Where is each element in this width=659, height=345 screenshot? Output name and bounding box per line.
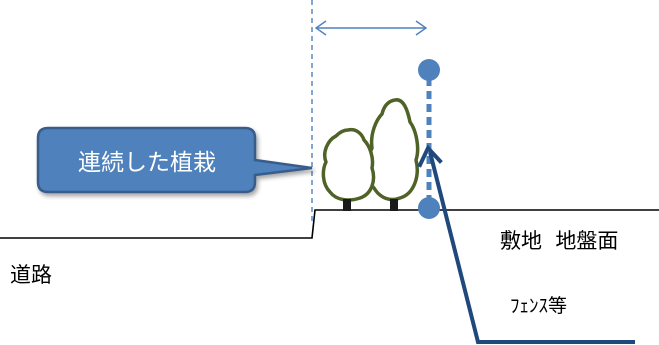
ground-line: [0, 209, 659, 239]
fence-top-post: [418, 59, 440, 81]
tree-right-canopy: [366, 98, 420, 202]
callout-label: 連続した植栽: [78, 150, 216, 176]
road-label: 道路: [10, 263, 52, 287]
site-ground-label: 敷地 地盤面: [500, 229, 618, 253]
tree-right-trunk: [390, 199, 398, 211]
planted-trees: [321, 98, 420, 211]
fence-leader-arrow: [417, 144, 635, 344]
tree-left-trunk: [343, 199, 351, 211]
fence-label: ﾌｪﾝｽ等: [510, 295, 567, 317]
width-dimension-arrow: [314, 20, 428, 36]
tree-left-canopy: [321, 127, 376, 202]
fence-bottom-post: [418, 197, 440, 219]
planting-callout: [36, 126, 313, 194]
fence-symbol: [418, 59, 440, 219]
